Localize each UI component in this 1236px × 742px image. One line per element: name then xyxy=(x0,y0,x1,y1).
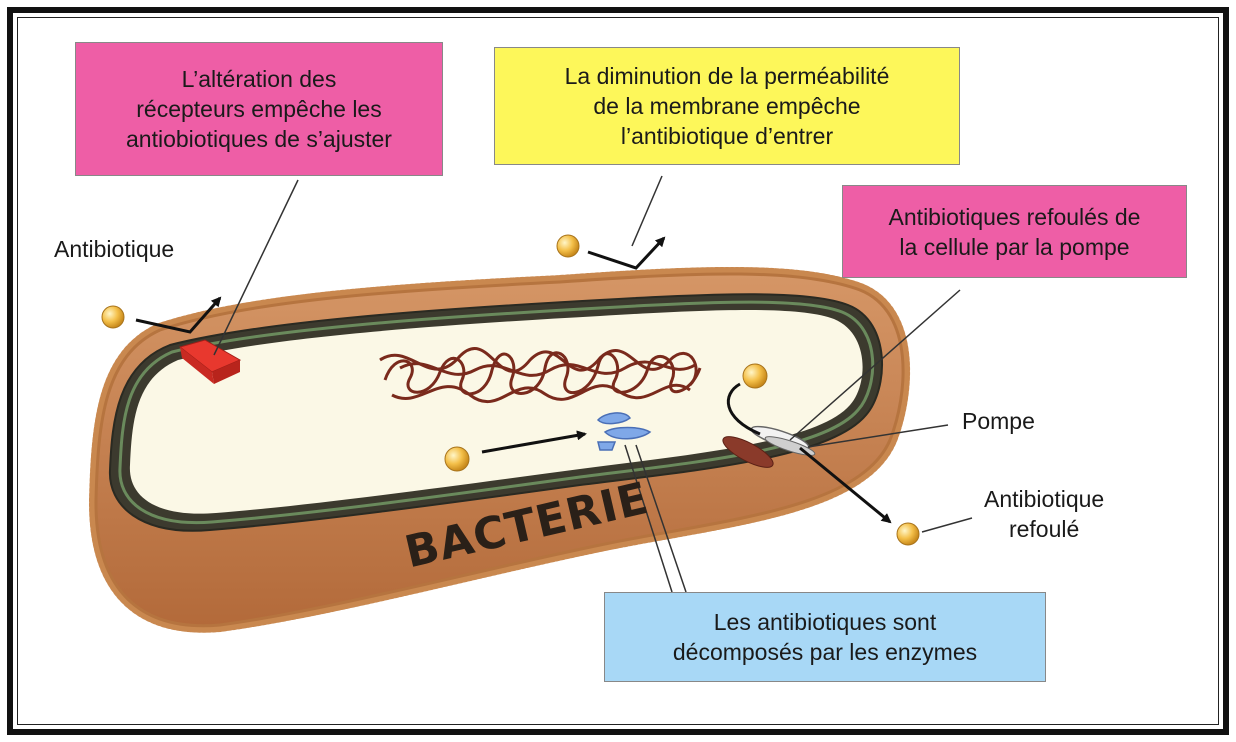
callout-pump-efflux-text: Antibiotiques refoulés de la cellule par… xyxy=(889,202,1141,262)
arrow-membrane-blocked xyxy=(588,238,664,268)
leader-expelled xyxy=(922,518,972,532)
antibiotic-ball-expelled xyxy=(897,523,919,545)
antibiotic-ball-inside xyxy=(743,364,767,388)
label-pump: Pompe xyxy=(962,406,1035,436)
label-antibiotic: Antibiotique xyxy=(54,234,174,264)
callout-permeability-text: La diminution de la perméabilité de la m… xyxy=(565,61,890,151)
antibiotic-ball-enzyme xyxy=(445,447,469,471)
callout-permeability: La diminution de la perméabilité de la m… xyxy=(494,47,960,165)
antibiotic-ball-left xyxy=(102,306,124,328)
callout-receptor-alteration: L’altération des récepteurs empêche les … xyxy=(75,42,443,176)
callout-receptor-alteration-text: L’altération des récepteurs empêche les … xyxy=(126,64,392,154)
callout-enzymes-text: Les antibiotiques sont décomposés par le… xyxy=(673,607,977,667)
label-antibiotic-expelled: Antibiotique refoulé xyxy=(984,484,1104,544)
antibiotic-ball-top xyxy=(557,235,579,257)
leader-permeability xyxy=(632,176,662,246)
callout-pump-efflux: Antibiotiques refoulés de la cellule par… xyxy=(842,185,1187,278)
callout-enzymes: Les antibiotiques sont décomposés par le… xyxy=(604,592,1046,682)
